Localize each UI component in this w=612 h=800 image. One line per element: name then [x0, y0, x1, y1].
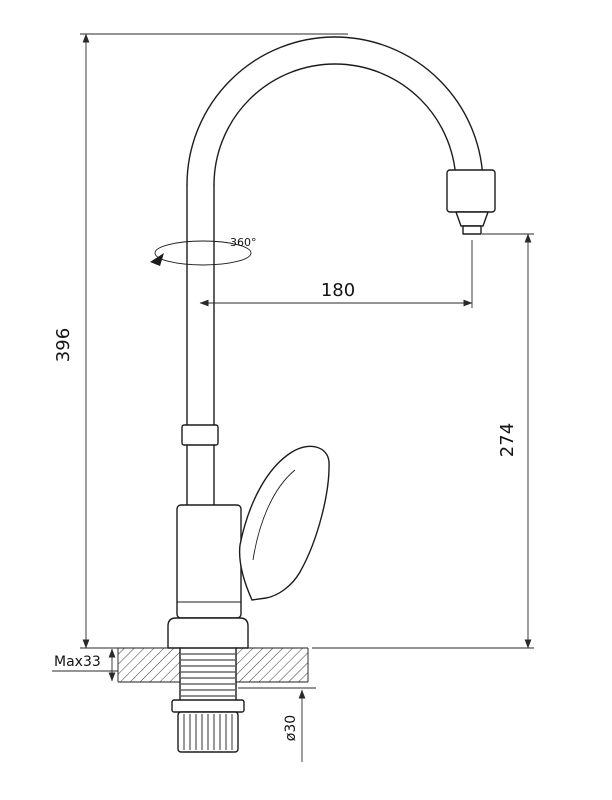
riser-lower: [186, 444, 215, 513]
dim-274-label: 274: [497, 423, 518, 457]
base-flange: [167, 617, 249, 649]
dim-outlet-274: 274: [312, 233, 534, 649]
lever-handle: [238, 445, 330, 601]
spout-inner-curve: [213, 63, 457, 186]
riser-pipe: [181, 184, 219, 513]
dim-max33-label: Max33: [54, 654, 101, 670]
spout-outer-curve: [186, 36, 484, 186]
nut-flange: [171, 699, 245, 713]
dim-180-label: 180: [321, 280, 355, 301]
spout-arc: [186, 36, 484, 186]
swivel-ellipse: [154, 240, 252, 266]
dim-height-396: 396: [53, 33, 348, 649]
aerator-body: [446, 169, 496, 213]
nut-ribs: [183, 714, 233, 750]
swivel-label: 360°: [230, 236, 257, 249]
faucet: [167, 36, 496, 753]
threaded-shank: [179, 647, 237, 701]
aerator-tip: [462, 225, 482, 235]
aerator-cone: [455, 211, 489, 227]
dim-reach-180: 180: [199, 240, 473, 308]
swivel-arrowhead: [150, 253, 164, 266]
riser-collar: [181, 424, 219, 446]
swivel-360-symbol: 360°: [150, 236, 257, 266]
counter-break-edges: [117, 648, 309, 682]
counter-section: [117, 647, 309, 683]
dim-30-label: ø30: [283, 715, 299, 741]
dim-396-label: 396: [53, 328, 74, 362]
mounting-nut: [171, 699, 245, 753]
body-shell: [176, 504, 242, 619]
shank-threads: [181, 653, 235, 697]
lever-detail-line: [252, 469, 296, 561]
counter-hatch-right: [236, 648, 308, 682]
dim-max33: Max33: [52, 648, 118, 682]
riser-upper: [186, 184, 215, 426]
dim-hole-30: ø30: [238, 687, 316, 762]
counter-hatch-left: [118, 648, 180, 682]
mixer-body: [167, 445, 330, 649]
shank-sides: [179, 647, 237, 701]
spout-outlet: [446, 169, 496, 235]
